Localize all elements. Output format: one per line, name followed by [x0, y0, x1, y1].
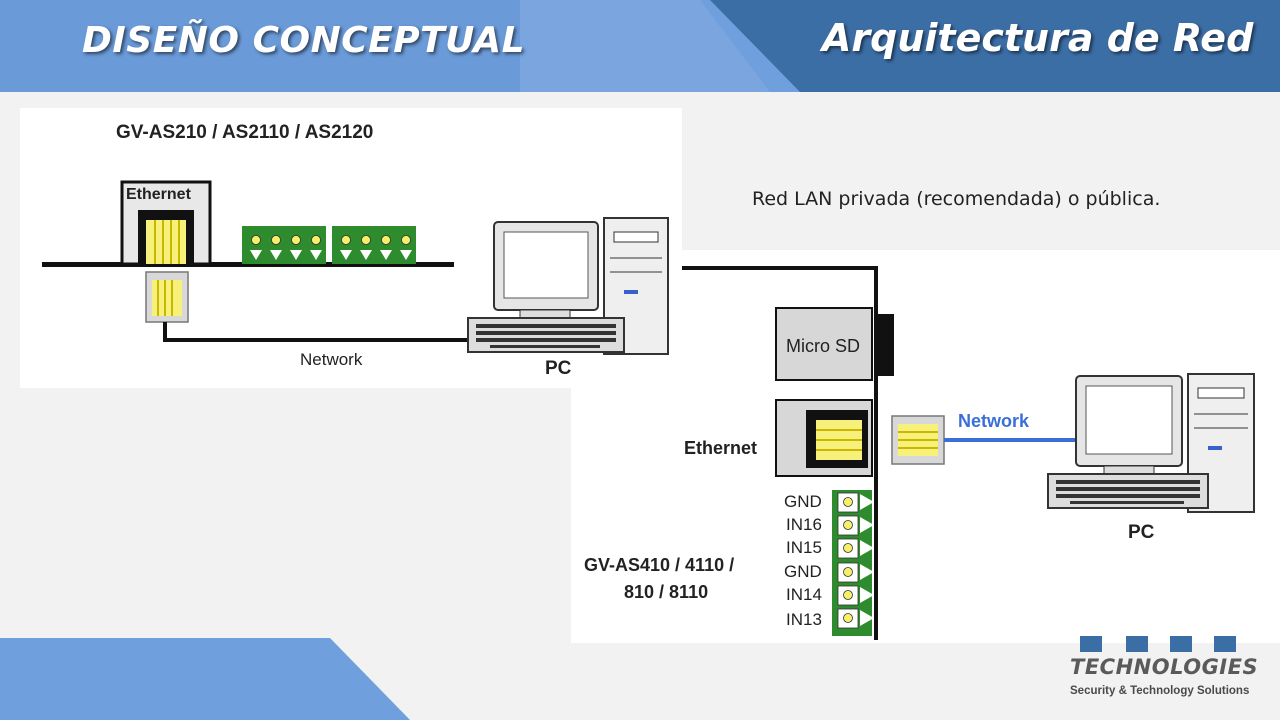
bottom-pc-label: PC: [1128, 522, 1155, 543]
microsd-label: Micro SD: [786, 336, 861, 356]
pin-label: IN15: [786, 538, 822, 557]
logo-name: TECHNOLOGIES: [1070, 655, 1259, 679]
pin-label: IN16: [786, 515, 822, 534]
top-network-label: Network: [300, 350, 363, 369]
pin-label: GND: [784, 562, 822, 581]
slide-subtitle: Arquitectura de Red: [822, 16, 1254, 60]
pin-label: IN13: [786, 610, 822, 629]
company-logo: [1080, 636, 1236, 652]
pin-label: IN14: [786, 585, 822, 604]
top-model-label: GV-AS210 / AS2110 / AS2120: [116, 122, 374, 143]
bottom-network-label: Network: [958, 411, 1030, 431]
network-description: Red LAN privada (recomendada) o pública.: [752, 188, 1161, 210]
header-band: [0, 0, 1280, 92]
logo-tagline: Security & Technology Solutions: [1070, 685, 1250, 697]
footer-band: [0, 638, 410, 720]
top-pc-label: PC: [545, 358, 572, 379]
bottom-model-line1: GV-AS410 / 4110 /: [584, 555, 735, 575]
pin-label: GND: [784, 492, 822, 511]
bottom-ethernet-label: Ethernet: [684, 438, 758, 458]
top-ethernet-label: Ethernet: [126, 186, 191, 203]
bottom-model-line2: 810 / 8110: [624, 582, 709, 602]
slide-title: DISEÑO CONCEPTUAL: [82, 20, 526, 61]
